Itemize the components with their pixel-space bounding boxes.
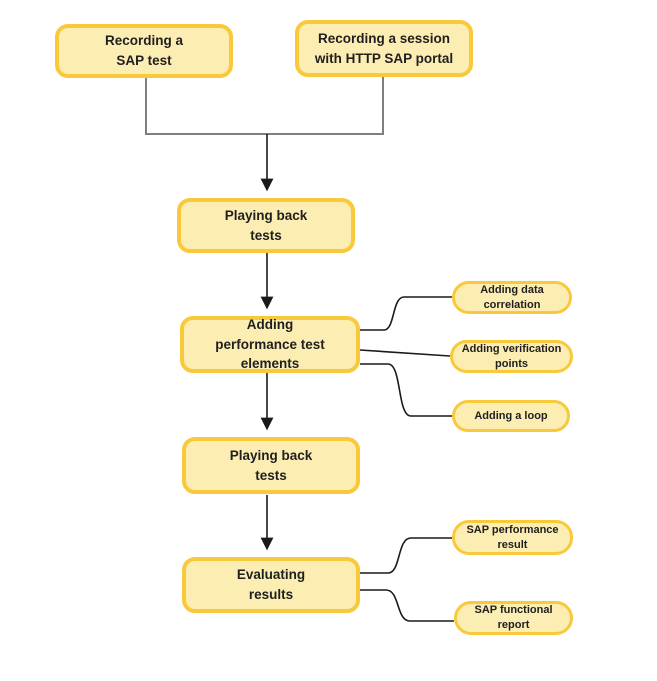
connector-to-sap-functional-report	[360, 589, 454, 622]
connector-to-sap-performance-result	[360, 537, 452, 574]
node-playing-back-tests-1[interactable]: Playing back tests	[177, 198, 355, 253]
connector-to-adding-data-correlation	[360, 296, 452, 331]
pill-sap-performance-result[interactable]: SAP performance result	[452, 520, 573, 555]
pill-adding-data-correlation[interactable]: Adding data correlation	[452, 281, 572, 314]
connector-to-adding-verification-points	[359, 349, 451, 357]
pill-adding-a-loop[interactable]: Adding a loop	[452, 400, 570, 432]
pill-sap-functional-report[interactable]: SAP functional report	[454, 601, 573, 635]
node-adding-performance-test-elements[interactable]: Adding performance test elements	[180, 316, 360, 373]
node-playing-back-tests-2[interactable]: Playing back tests	[182, 437, 360, 494]
node-recording-a-sap-test[interactable]: Recording a SAP test	[55, 24, 233, 78]
connector-to-adding-a-loop	[360, 363, 452, 417]
node-evaluating-results[interactable]: Evaluating results	[182, 557, 360, 613]
pill-adding-verification-points[interactable]: Adding verification points	[450, 340, 573, 373]
node-recording-a-session-with-http-sap-portal[interactable]: Recording a session with HTTP SAP portal	[295, 20, 473, 77]
